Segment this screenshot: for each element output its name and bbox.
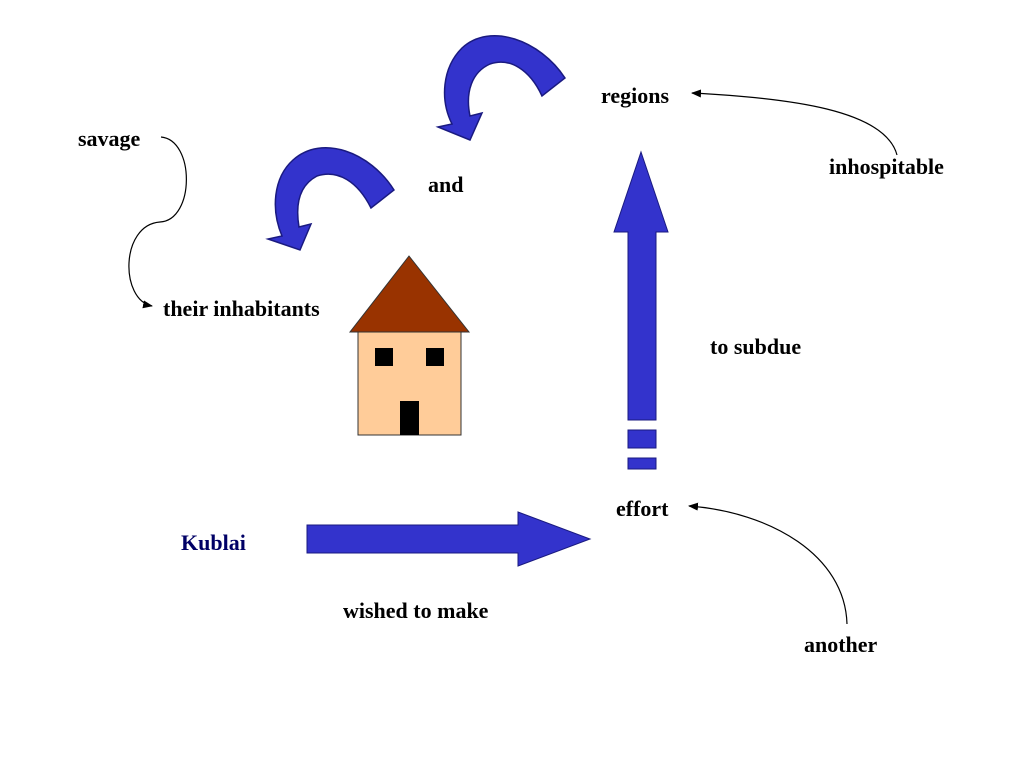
word-kublai: Kublai: [181, 530, 246, 555]
connector-savage-to-their-inhabitants: [128, 136, 187, 309]
word-another: another: [804, 632, 878, 657]
word-wished-to-make: wished to make: [343, 598, 489, 623]
house-icon: [348, 255, 471, 436]
horizontal-arrow-kublai-to-effort: [306, 511, 592, 567]
vertical-arrow-to-regions: [613, 150, 669, 470]
word-effort: effort: [616, 496, 669, 521]
curved-arrow-icon: [435, 35, 567, 141]
word-savage: savage: [78, 126, 141, 151]
word-to-subdue: to subdue: [710, 334, 802, 359]
word-inhospitable: inhospitable: [829, 154, 944, 179]
curved-arrow-icon: [265, 147, 395, 251]
connector-inhospitable-to-regions: [691, 89, 898, 156]
connector-another-to-effort: [688, 502, 848, 625]
word-and: and: [428, 172, 464, 197]
word-their-inhabitants: their inhabitants: [163, 296, 320, 321]
word-regions: regions: [601, 83, 670, 108]
